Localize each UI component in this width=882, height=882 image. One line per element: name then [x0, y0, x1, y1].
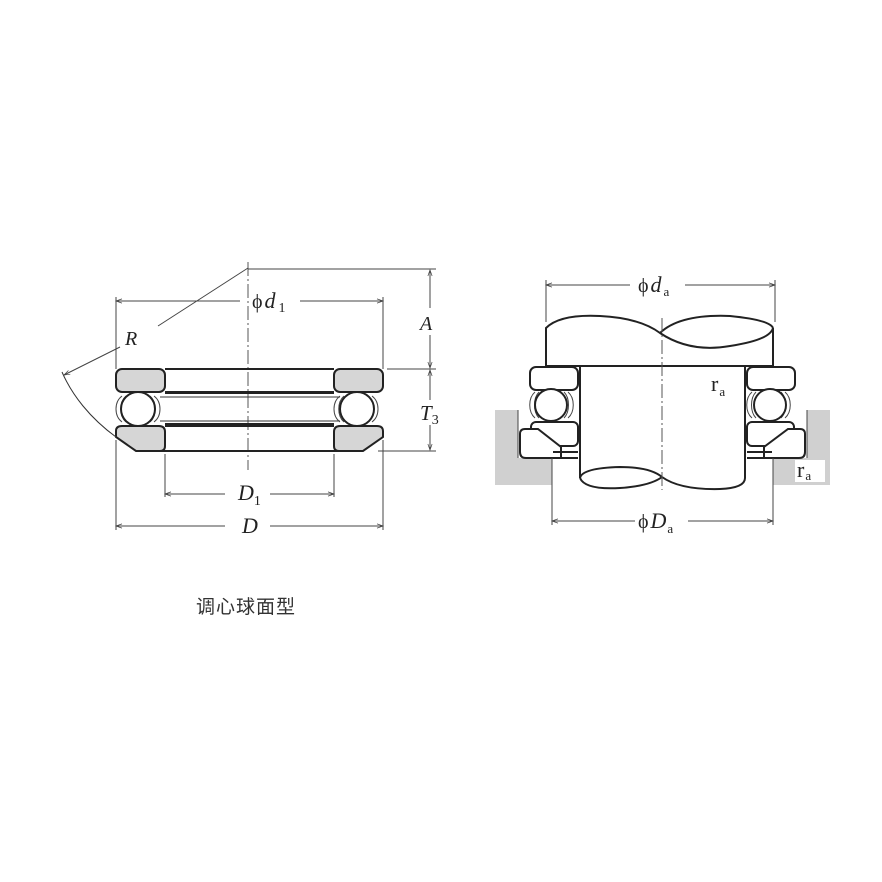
- shaft-washer-right: [333, 368, 384, 393]
- housing-washer-right-r: [763, 428, 806, 459]
- shaft-shoulder: [545, 314, 774, 366]
- ball-left-r: [534, 388, 568, 422]
- label-D1: D1: [237, 480, 261, 509]
- shaft-washer-right-r: [746, 366, 796, 391]
- diagram-caption: 调心球面型: [196, 596, 297, 618]
- label-T3: T3: [420, 401, 439, 428]
- housing-washer-left-r: [519, 428, 562, 459]
- label-R: R: [124, 328, 137, 350]
- housing-washer-right: [333, 425, 384, 452]
- housing-washer-left: [115, 425, 166, 452]
- label-A: A: [418, 313, 433, 335]
- label-ra-inner: ra: [711, 371, 725, 399]
- ball-right: [339, 391, 375, 427]
- ball-right-r: [753, 388, 787, 422]
- shaft-washer-left: [115, 368, 166, 393]
- shaft-washer-left-r: [529, 366, 579, 391]
- label-ra-outer: ra: [797, 457, 811, 483]
- label-D: D: [241, 513, 258, 538]
- label-phi-Da: ϕDa: [638, 508, 673, 536]
- ball-left: [120, 391, 156, 427]
